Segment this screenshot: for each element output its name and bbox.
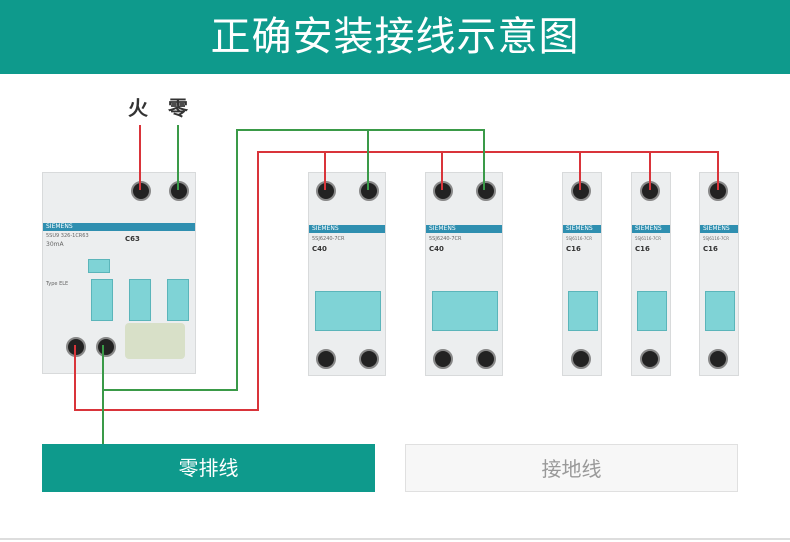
toggle-handle: [568, 291, 598, 331]
brand-label: SIEMENS: [309, 225, 385, 233]
terminal: [96, 337, 116, 357]
terminal: [476, 181, 496, 201]
toggle-handle: [432, 291, 498, 331]
model-label: 5SJ6240-7CR: [429, 236, 462, 242]
brand-label: SIEMENS: [563, 225, 601, 233]
label-window: [125, 323, 185, 359]
terminal: [433, 349, 453, 369]
divider: [0, 538, 790, 540]
model-label: 5SJ6116-7CR: [566, 236, 593, 241]
terminal: [571, 349, 591, 369]
toggle-handle: [705, 291, 735, 331]
model-label: 5SJ6240-7CR: [312, 236, 345, 242]
toggle-handle: [167, 279, 189, 321]
live-label: 火: [128, 96, 148, 120]
sensitivity-label: 30mA: [46, 241, 64, 248]
neutral-bus-wire: [102, 129, 485, 444]
rating-label: C16: [566, 245, 581, 253]
breaker-1p: SIEMENS 5SJ6116-7CR C16: [562, 172, 602, 376]
breaker-2p: SIEMENS 5SJ6240-7CR C40: [425, 172, 503, 376]
rating-label: C63: [125, 235, 140, 243]
terminal: [708, 349, 728, 369]
neutral-label: 零: [168, 96, 188, 120]
ground-bar: 接地线: [405, 444, 738, 492]
brand-label: SIEMENS: [632, 225, 670, 233]
rating-label: C40: [312, 245, 327, 253]
breaker-1p: SIEMENS 5SJ6116-7CR C16: [631, 172, 671, 376]
rating-label: C16: [635, 245, 650, 253]
toggle-handle: [129, 279, 151, 321]
neutral-bar: 零排线: [42, 444, 375, 492]
brand-label: SIEMENS: [700, 225, 738, 233]
live-bus-wire: [74, 151, 719, 411]
toggle-handle: [91, 279, 113, 321]
breaker-2p: SIEMENS 5SJ6240-7CR C40: [308, 172, 386, 376]
rating-label: C40: [429, 245, 444, 253]
model-label: 5SJ6116-7CR: [703, 236, 730, 241]
toggle-handle: [637, 291, 667, 331]
terminal: [359, 349, 379, 369]
model-label: 5SU9 326-1CR63: [46, 233, 89, 239]
terminal: [316, 349, 336, 369]
rating-label: C16: [703, 245, 718, 253]
terminal: [476, 349, 496, 369]
terminal: [640, 349, 660, 369]
type-label: Type ELE: [46, 281, 69, 287]
main-breaker: SIEMENS 5SU9 326-1CR63 30mA C63 Type ELE: [42, 172, 196, 374]
brand-label: SIEMENS: [426, 225, 502, 233]
brand-label: SIEMENS: [43, 223, 195, 231]
breaker-1p: SIEMENS 5SJ6116-7CR C16: [699, 172, 739, 376]
model-label: 5SJ6116-7CR: [635, 236, 662, 241]
test-button: [88, 259, 110, 273]
toggle-handle: [315, 291, 381, 331]
page-title: 正确安装接线示意图: [0, 0, 790, 74]
